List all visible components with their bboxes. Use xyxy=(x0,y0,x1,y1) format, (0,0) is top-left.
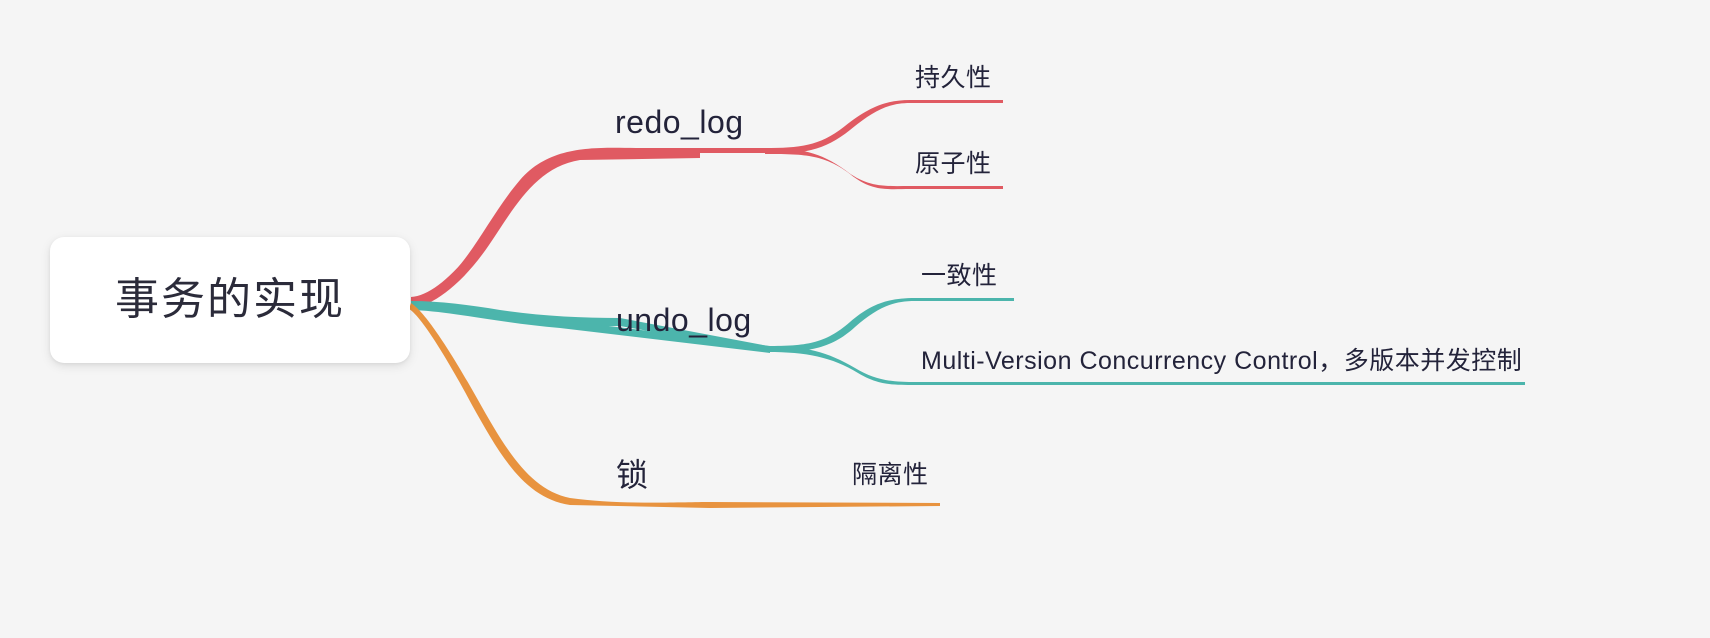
leaf-label-atomicity[interactable]: 原子性 xyxy=(915,150,992,178)
root-node[interactable]: 事务的实现 xyxy=(50,237,410,363)
leaf-label-mvcc[interactable]: Multi-Version Concurrency Control，多版本并发控… xyxy=(921,347,1523,375)
connector-redo-trunk-thick xyxy=(411,150,700,308)
leaf-label-isolation[interactable]: 隔离性 xyxy=(852,461,929,489)
connector-redo-to-durability xyxy=(765,100,1003,154)
branch-label-undo-log[interactable]: undo_log xyxy=(616,302,752,338)
connector-lock-to-isolation xyxy=(710,502,940,508)
branch-label-lock[interactable]: 锁 xyxy=(616,457,649,493)
connector-root-to-redo-log xyxy=(411,147,765,306)
root-node-label: 事务的实现 xyxy=(115,275,345,324)
leaf-label-consistency[interactable]: 一致性 xyxy=(921,262,998,290)
leaf-label-durability[interactable]: 持久性 xyxy=(915,64,992,92)
branch-label-redo-log[interactable]: redo_log xyxy=(615,104,744,140)
connector-undo-to-consistency xyxy=(768,298,1014,352)
